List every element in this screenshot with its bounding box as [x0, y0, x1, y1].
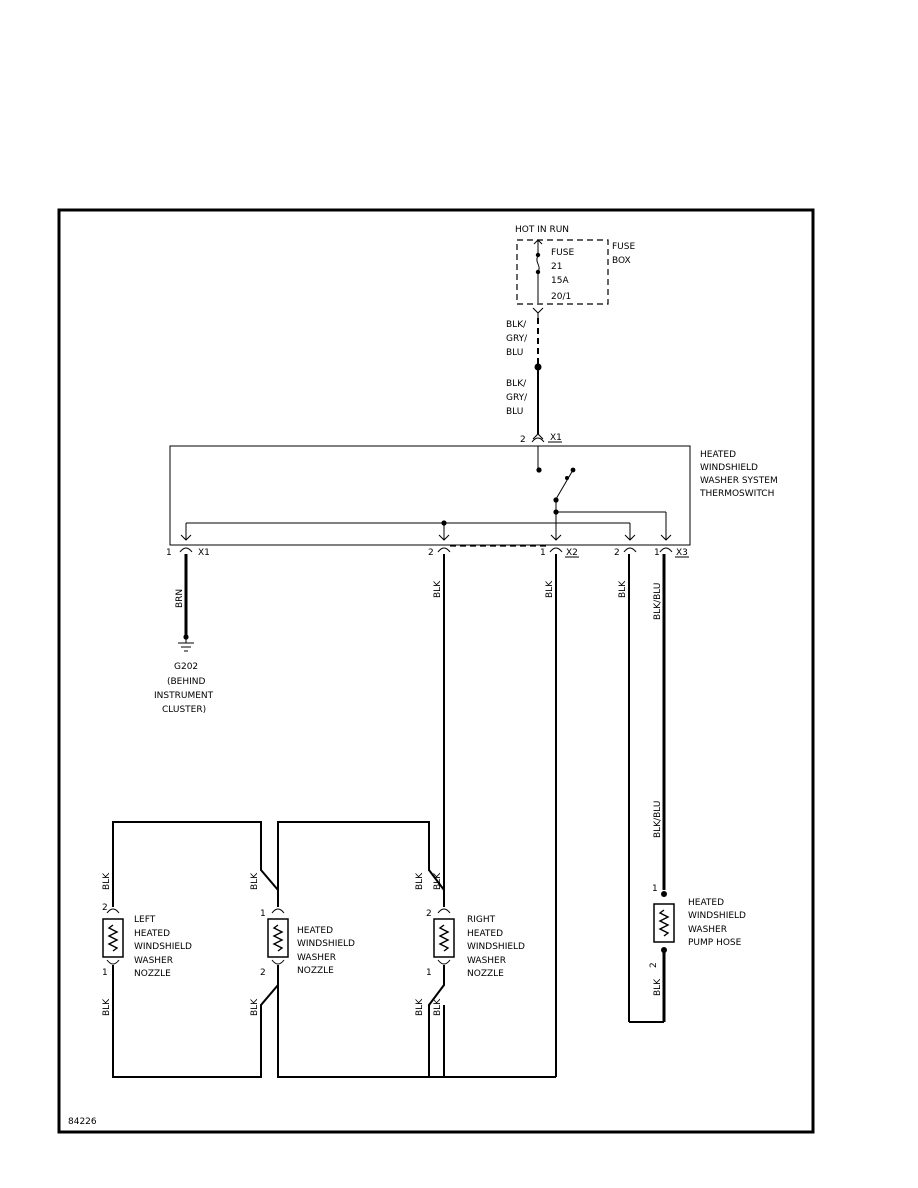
left-nozzle-pin-bottom: 1: [102, 968, 108, 978]
pin-2-x2: 2: [428, 548, 434, 558]
figure-id: 84226: [68, 1117, 97, 1127]
right-nozzle-label-5: NOZZLE: [467, 969, 504, 979]
center-nozzle-label-4: NOZZLE: [297, 966, 334, 976]
connector-x1-bottom: X1: [198, 548, 210, 558]
hot-in-run-label: HOT IN RUN: [515, 225, 569, 235]
fuse-text: FUSE: [551, 248, 574, 258]
right-nozzle-wire-top-b: BLK: [433, 872, 443, 890]
feed-wire-color-1c: BLU: [506, 348, 523, 358]
pump-hose-label-3: WASHER: [688, 925, 727, 935]
feed-wire-color-2b: GRY/: [506, 393, 528, 403]
pump-hose-pin-top: 1: [652, 884, 658, 894]
pump-hose-label-4: PUMP HOSE: [688, 938, 742, 948]
connector-x3: X3: [676, 548, 688, 558]
right-nozzle-label-4: WASHER: [467, 956, 506, 966]
thermoswitch-label-3: WASHER SYSTEM: [700, 476, 778, 486]
pin-2-x3: 2: [614, 548, 620, 558]
left-nozzle-heater: 2 1 LEFT HEATED WINDSHIELD WASHER NOZZLE: [102, 903, 192, 979]
feed-wire-color-1b: GRY/: [506, 334, 528, 344]
pin-1-x2: 1: [540, 548, 546, 558]
right-nozzle-pin-top: 2: [426, 909, 432, 919]
fuse-location: 20/1: [551, 292, 571, 302]
left-nozzle-label-1: LEFT: [134, 915, 156, 925]
ground-label-3: INSTRUMENT: [154, 691, 214, 701]
ground-circuit: BRN G202 (BEHIND INSTRUMENT CLUSTER): [154, 554, 214, 715]
center-nozzle-heater: 1 2 HEATED WINDSHIELD WASHER NOZZLE: [260, 908, 355, 978]
left-nozzle-label-4: WASHER: [134, 956, 173, 966]
right-nozzle-pin-bottom: 1: [426, 968, 432, 978]
wire-color-x2-pin2: BLK: [433, 580, 443, 598]
thermoswitch-label-2: WINDSHIELD: [700, 463, 758, 473]
wire-color-x2-pin1: BLK: [545, 580, 555, 598]
fuse-rating: 15A: [551, 276, 569, 286]
ground-label-2: (BEHIND: [167, 677, 206, 687]
pump-hose-label-2: WINDSHIELD: [688, 911, 746, 921]
thermoswitch: 2 X1 HEATED WINDSHIELD WASHER SYSTEM THE…: [169, 433, 778, 546]
feed-wire-color-2c: BLU: [506, 407, 523, 417]
right-nozzle-wire-bottom-b: BLK: [433, 998, 443, 1016]
fuse-box-label-1: FUSE: [612, 242, 635, 252]
pin-1-x3: 1: [654, 548, 660, 558]
output-wires: BLK BLK BLK BLK/BLU BLK/BLU: [433, 554, 666, 1077]
thermoswitch-pin-2-top: 2: [520, 435, 526, 445]
right-nozzle-label-3: WINDSHIELD: [467, 942, 525, 952]
pump-hose-heater: 1 2 BLK HEATED WINDSHIELD WASHER PUMP HO…: [649, 884, 746, 1022]
center-nozzle-label-1: HEATED: [297, 926, 333, 936]
fuse-box: HOT IN RUN FUSE 21 15A 20/1 FUSE BOX: [515, 225, 635, 318]
right-nozzle-label-1: RIGHT: [467, 915, 496, 925]
right-nozzle-wire-top-a: BLK: [415, 872, 425, 890]
thermoswitch-label-1: HEATED: [700, 450, 736, 460]
right-nozzle-wire-bottom-a: BLK: [415, 998, 425, 1016]
center-nozzle-pin-top: 1: [260, 909, 266, 919]
feed-wire: BLK/ GRY/ BLU BLK/ GRY/ BLU: [506, 318, 544, 440]
ground-wire-color: BRN: [175, 589, 185, 608]
center-nozzle-wire-bottom: BLK: [250, 998, 260, 1016]
left-nozzle-label-2: HEATED: [134, 929, 170, 939]
connector-x1-top: X1: [550, 433, 562, 443]
pump-hose-label-1: HEATED: [688, 898, 724, 908]
wire-color-x3-pin2: BLK: [618, 580, 628, 598]
left-nozzle-wire-top: BLK: [102, 872, 112, 890]
left-nozzle-label-3: WINDSHIELD: [134, 942, 192, 952]
bottom-connectors: 1 X1 2 1 X2 2 1 X3: [166, 545, 689, 558]
left-nozzle-label-5: NOZZLE: [134, 969, 171, 979]
center-nozzle-pin-bottom: 2: [260, 968, 266, 978]
feed-wire-color-1a: BLK/: [506, 320, 527, 330]
center-nozzle-label-3: WASHER: [297, 953, 336, 963]
center-nozzle-label-2: WINDSHIELD: [297, 939, 355, 949]
ground-label-4: CLUSTER): [162, 705, 206, 715]
connector-x2: X2: [566, 548, 578, 558]
diagram-frame: [57, 208, 815, 1134]
feed-wire-color-2a: BLK/: [506, 379, 527, 389]
left-nozzle-pin-top: 2: [102, 903, 108, 913]
pump-hose-pin-bottom: 2: [649, 962, 659, 968]
right-nozzle-heater: 2 1 RIGHT HEATED WINDSHIELD WASHER NOZZL…: [426, 908, 525, 979]
wire-color-x3-pin1: BLK/BLU: [653, 583, 663, 620]
right-nozzle-label-2: HEATED: [467, 929, 503, 939]
fuse-number: 21: [551, 262, 562, 272]
pin-1-x1: 1: [166, 548, 172, 558]
nozzle-wiring: BLK BLK BLK BLK BLK BLK BLK BLK: [102, 821, 556, 1078]
fuse-box-label-2: BOX: [612, 256, 631, 266]
ground-label-1: G202: [174, 662, 198, 672]
left-nozzle-wire-bottom: BLK: [102, 998, 112, 1016]
wire-color-pump-feed: BLK/BLU: [653, 801, 663, 838]
center-nozzle-wire-top: BLK: [250, 872, 260, 890]
pump-hose-wire-bottom: BLK: [653, 978, 663, 996]
thermoswitch-label-4: THERMOSWITCH: [699, 489, 774, 499]
